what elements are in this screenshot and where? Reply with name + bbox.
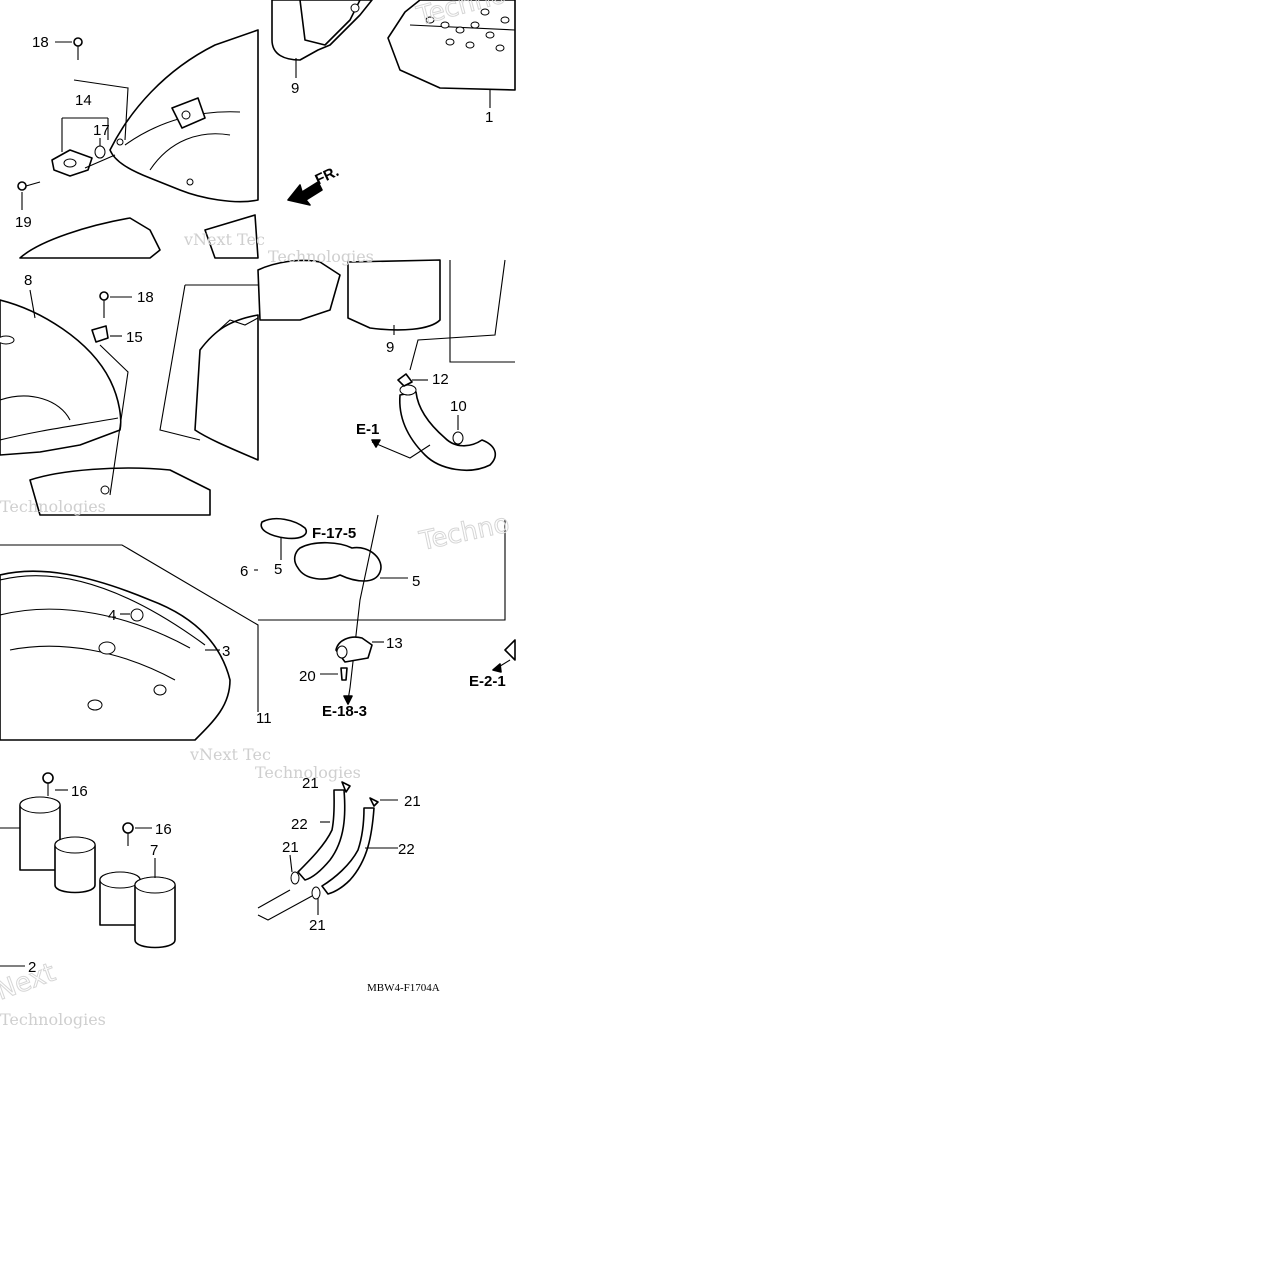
callout-14: 14 <box>75 92 92 109</box>
ref-e-1: E-1 <box>356 421 379 438</box>
front-arrow: FR. <box>287 163 342 206</box>
callout-9b: 9 <box>386 339 394 356</box>
tile-funnels: 16 16 7 2 Next Technologies <box>0 772 176 1029</box>
callout-18b: 18 <box>137 289 154 306</box>
callout-5b: 5 <box>412 573 420 590</box>
watermark-short: Next <box>0 958 59 1007</box>
callout-6: 6 <box>240 563 248 580</box>
tile-air-filter: 9 1 FR. Techno <box>271 0 516 206</box>
callout-21: 21 <box>302 775 319 792</box>
watermark-text: Technologies <box>0 1010 106 1029</box>
callout-11: 11 <box>256 710 272 727</box>
callout-5: 5 <box>274 561 282 578</box>
callout-21b: 21 <box>404 793 421 810</box>
callout-16: 16 <box>71 783 88 800</box>
ref-f-17-5: F-17-5 <box>312 525 356 542</box>
tile-breather-hose: 9 12 10 E-1 Technologies <box>257 247 515 471</box>
callout-21c: 21 <box>282 839 299 856</box>
front-arrow-label: FR. <box>313 163 342 189</box>
diagram-code: MBW4-F1704A <box>367 982 440 994</box>
callout-1: 1 <box>485 109 493 126</box>
callout-22: 22 <box>291 816 308 833</box>
callout-18: 18 <box>32 34 49 51</box>
callout-13: 13 <box>386 635 403 652</box>
callout-15: 15 <box>126 329 143 346</box>
tile-gaskets: 6 5 5 13 20 F-17-5 E-18-3 E-2-1 Techno <box>240 508 516 720</box>
callout-3: 3 <box>222 643 230 660</box>
callout-2: 2 <box>28 959 36 976</box>
callout-20: 20 <box>299 668 316 685</box>
watermark-text: Technologies <box>255 763 361 782</box>
callout-21d: 21 <box>309 917 326 934</box>
filter-pores <box>425 8 510 52</box>
watermark-text: vNext Tec <box>183 230 265 249</box>
ref-e-18-3: E-18-3 <box>322 703 367 720</box>
callout-10: 10 <box>450 398 467 415</box>
callout-7: 7 <box>150 842 158 859</box>
watermark-text: Technologies <box>0 497 106 516</box>
callout-4: 4 <box>108 607 116 624</box>
watermark-text: vNext Tec <box>189 745 271 764</box>
tile-upper-cover: 18 14 17 19 vNext Tec <box>15 29 265 259</box>
callout-19: 19 <box>15 214 32 231</box>
callout-12: 12 <box>432 371 449 388</box>
watermark-brand: Techno <box>416 509 512 557</box>
callout-9: 9 <box>291 80 299 97</box>
ref-e-2-1: E-2-1 <box>469 673 506 690</box>
tile-cleaner-housing: 8 18 15 Technologies <box>0 272 259 516</box>
callout-16b: 16 <box>155 821 172 838</box>
callout-8: 8 <box>24 272 32 289</box>
callout-22b: 22 <box>398 841 415 858</box>
tile-lower-case: 4 3 11 vNext Tec <box>0 544 272 764</box>
tile-drain-tubes: 21 21 22 22 21 21 Technologies MBW4-F170… <box>255 763 440 994</box>
watermark-text: Technologies <box>268 247 374 266</box>
callout-17: 17 <box>93 122 110 139</box>
